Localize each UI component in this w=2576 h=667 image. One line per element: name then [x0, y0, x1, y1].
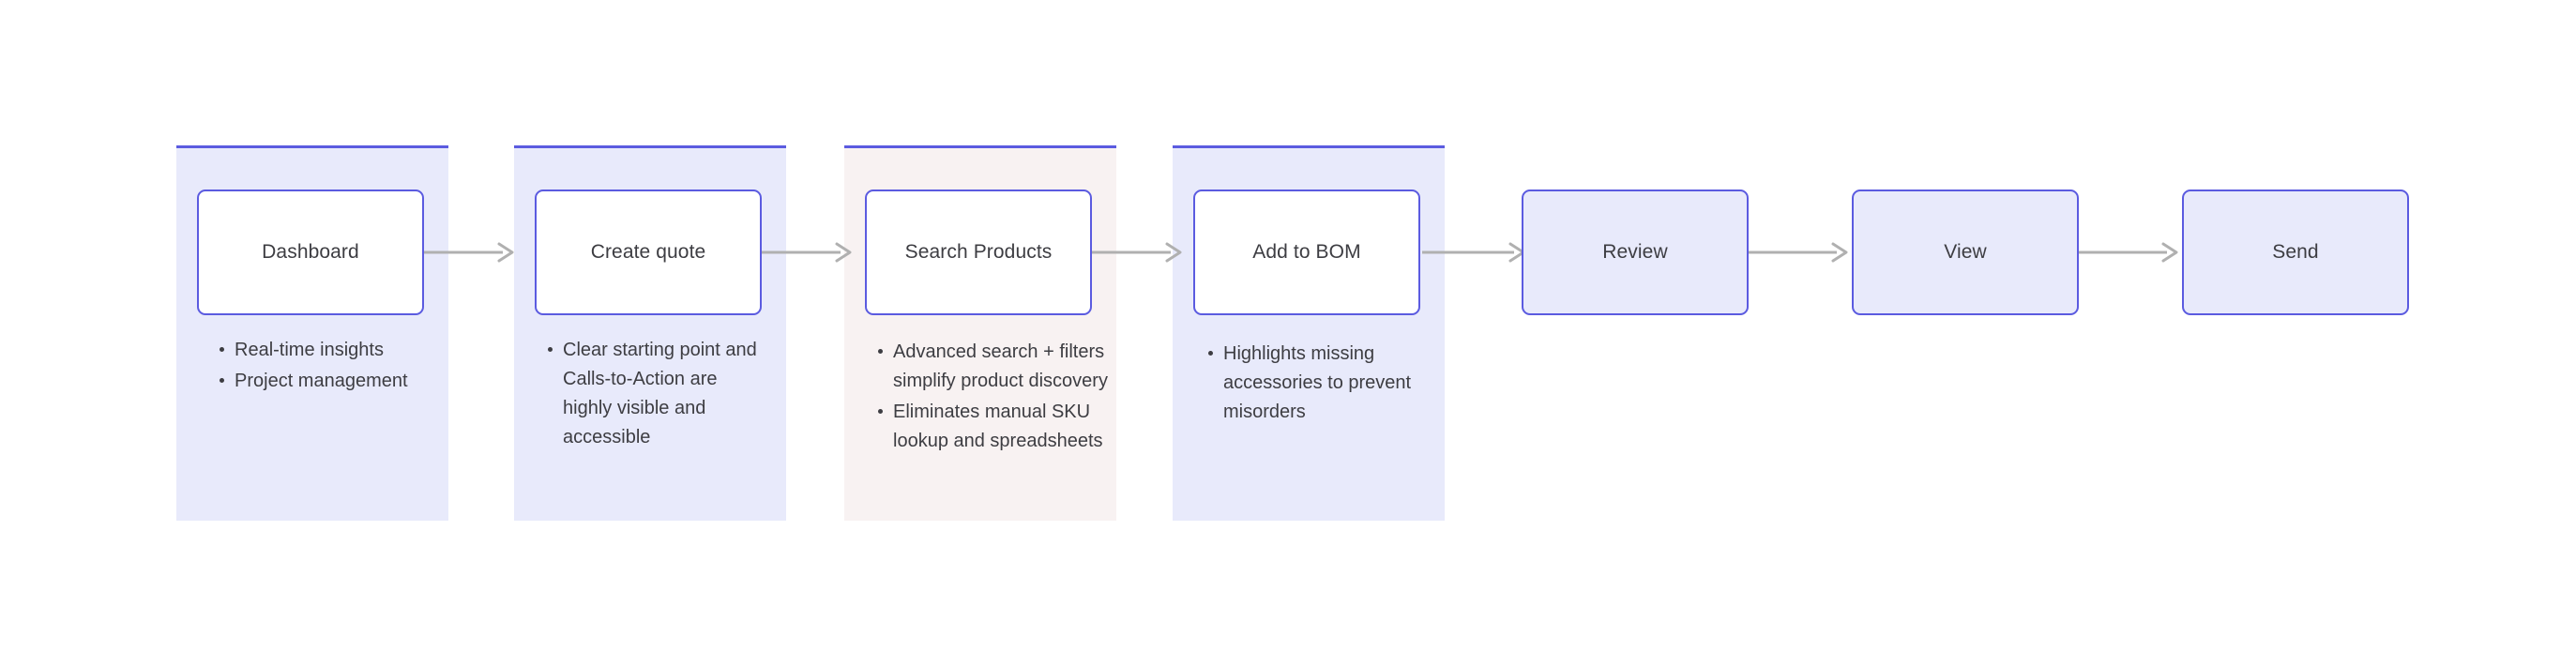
stage-node-label-create-quote: Create quote	[590, 240, 706, 263]
stage-bullets-dashboard: Real-time insights Project management	[214, 336, 469, 398]
connector-arrow-add-to-bom-to-review	[1422, 242, 1525, 263]
list-item: Advanced search + filters simplify produ…	[878, 338, 1111, 396]
stage-bullets-add-to-bom: Highlights missing accessories to preven…	[1203, 340, 1439, 429]
connector-arrow-dashboard-to-create-quote	[424, 242, 514, 263]
stage-node-review[interactable]: Review	[1522, 189, 1749, 315]
connector-arrow-search-products-to-add-to-bom	[1092, 242, 1182, 263]
stage-node-dashboard[interactable]: Dashboard	[197, 189, 424, 315]
list-item: Eliminates manual SKU lookup and spreads…	[878, 398, 1111, 456]
connector-arrow-create-quote-to-search-products	[762, 242, 852, 263]
stage-node-create-quote[interactable]: Create quote	[535, 189, 762, 315]
stage-node-label-send: Send	[2272, 240, 2319, 263]
list-item: Highlights missing accessories to preven…	[1208, 340, 1439, 427]
stage-node-send[interactable]: Send	[2182, 189, 2409, 315]
stage-bullets-search-products: Advanced search + filters simplify produ…	[872, 338, 1111, 458]
stage-node-label-search-products: Search Products	[904, 240, 1053, 263]
stage-node-label-dashboard: Dashboard	[262, 240, 359, 263]
list-item: Project management	[220, 367, 469, 396]
connector-arrow-review-to-view	[1745, 242, 1848, 263]
list-item: Clear starting point and Calls-to-Action…	[548, 336, 767, 452]
stage-node-label-add-to-bom: Add to BOM	[1252, 240, 1361, 263]
stage-node-view[interactable]: View	[1852, 189, 2079, 315]
list-item: Real-time insights	[220, 336, 469, 365]
stage-node-label-review: Review	[1602, 240, 1668, 263]
stage-bullets-create-quote: Clear starting point and Calls-to-Action…	[542, 336, 767, 454]
connector-arrow-view-to-send	[2075, 242, 2178, 263]
stage-node-search-products[interactable]: Search Products	[865, 189, 1092, 315]
stage-node-add-to-bom[interactable]: Add to BOM	[1193, 189, 1420, 315]
stage-node-label-view: View	[1944, 240, 1987, 263]
